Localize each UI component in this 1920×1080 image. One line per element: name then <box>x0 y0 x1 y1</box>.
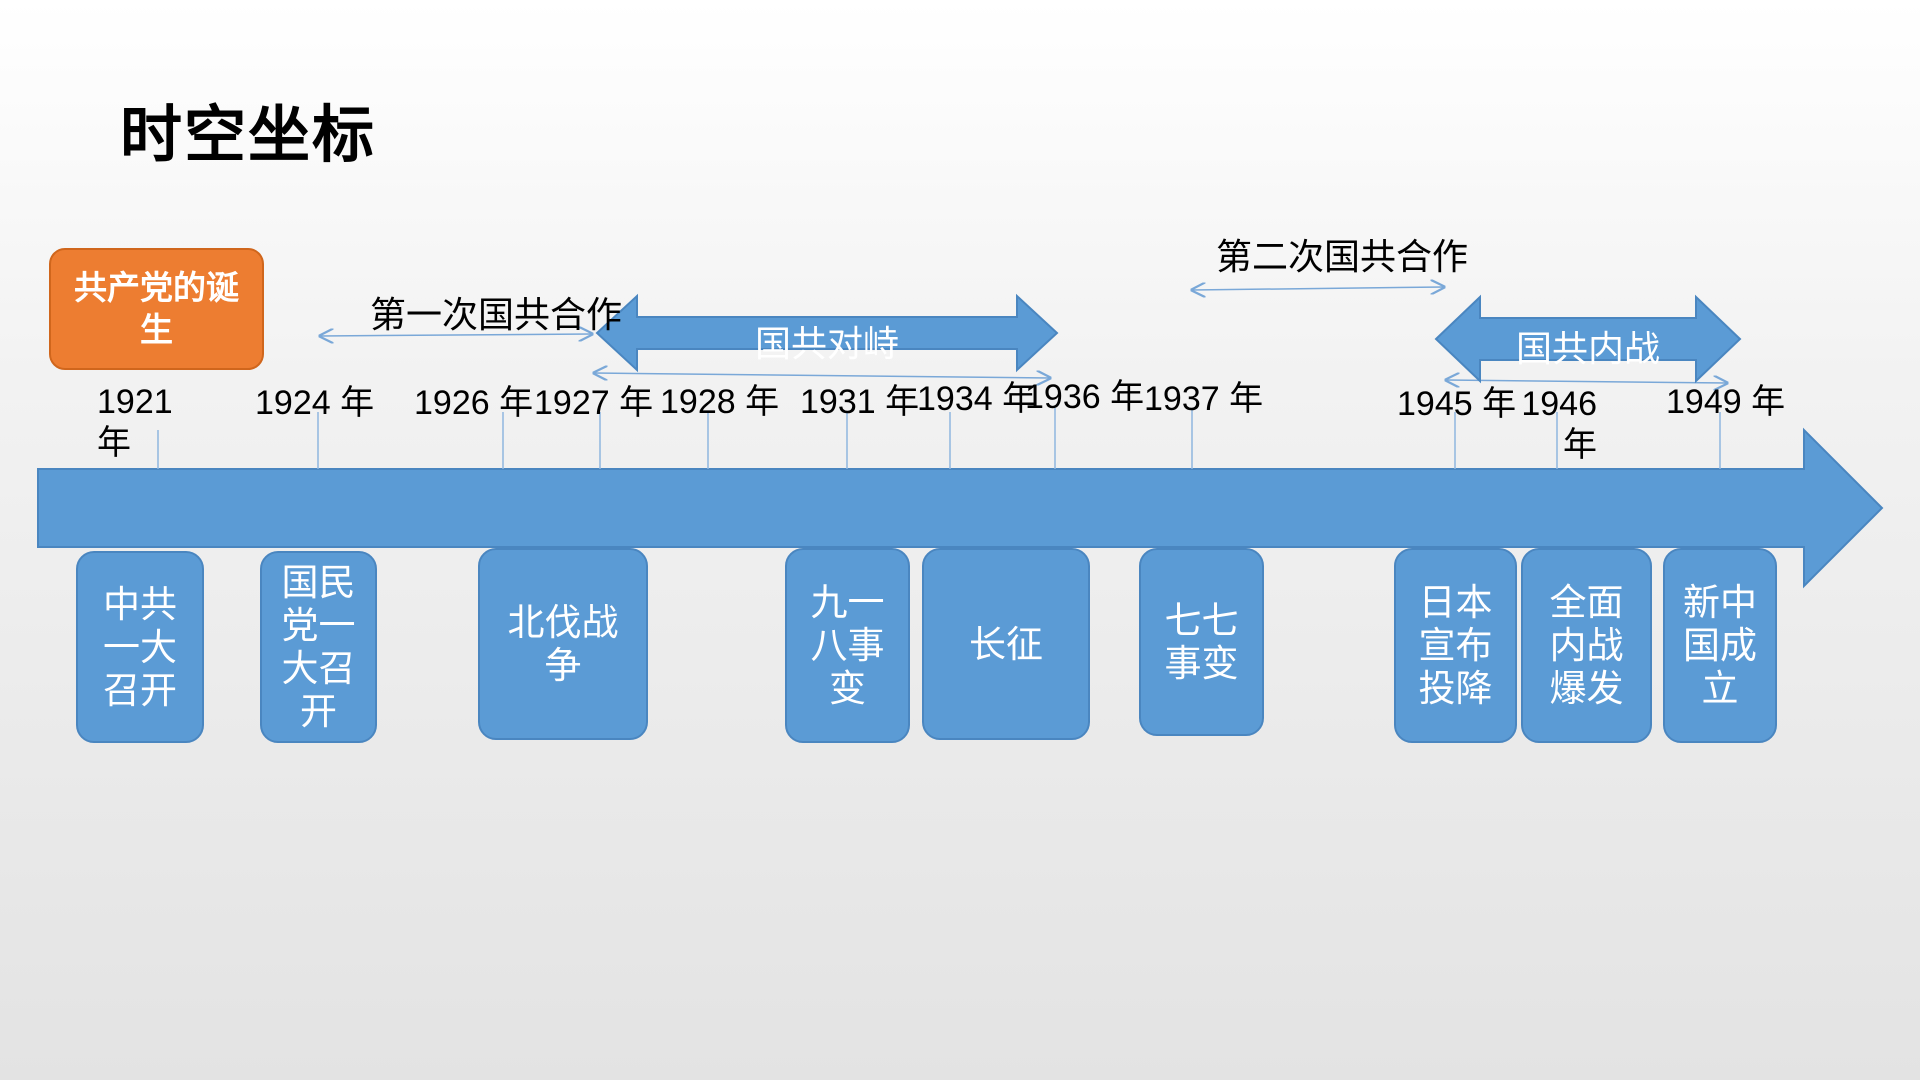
event-box: 中共一大召开 <box>76 551 204 743</box>
event-box: 新中国成立 <box>1663 548 1777 743</box>
origin-box-party-founding: 共产党的诞生 <box>49 248 264 370</box>
page-title: 时空坐标 <box>120 101 377 170</box>
tick-lines <box>157 408 1721 469</box>
event-box: 日本宣布投降 <box>1394 548 1517 743</box>
year-label: 1924 年 <box>255 384 375 422</box>
year-label: 1928 年 <box>660 383 780 421</box>
year-label: 1949 年 <box>1666 383 1786 421</box>
confrontation-label: 国共对峙 <box>754 323 899 364</box>
confrontation-thin-arrow <box>594 373 1050 378</box>
year-label: 1946 年 <box>1521 385 1597 464</box>
civil-war-double-arrow <box>1434 294 1742 384</box>
confrontation-double-arrow <box>595 293 1059 373</box>
second-coop-label: 第二次国共合作 <box>1216 236 1469 277</box>
year-label: 1945 年 <box>1397 385 1517 423</box>
main-timeline-arrow <box>37 427 1884 589</box>
year-label: 1934 年 <box>917 380 1037 418</box>
year-label: 1936 年 <box>1025 378 1145 416</box>
first-coop-label: 第一次国共合作 <box>370 294 623 335</box>
event-box: 长征 <box>922 548 1090 740</box>
year-label: 1921 年 <box>97 383 173 462</box>
civil-war-thin-arrow <box>1446 380 1727 383</box>
event-box: 九一八事变 <box>785 548 910 743</box>
event-box: 全面内战爆发 <box>1521 548 1652 743</box>
civil-war-label: 国共内战 <box>1515 328 1660 369</box>
year-label: 1931 年 <box>800 383 920 421</box>
event-box: 七七事变 <box>1139 548 1264 736</box>
second-coop-thin-arrow <box>1192 287 1444 290</box>
year-label: 1926 年 <box>414 384 534 422</box>
year-label: 1937 年 <box>1144 380 1264 418</box>
year-label: 1927 年 <box>534 384 654 422</box>
event-box: 北伐战争 <box>478 548 648 740</box>
event-box: 国民党一大召开 <box>260 551 377 743</box>
first-coop-thin-arrow <box>320 334 592 336</box>
